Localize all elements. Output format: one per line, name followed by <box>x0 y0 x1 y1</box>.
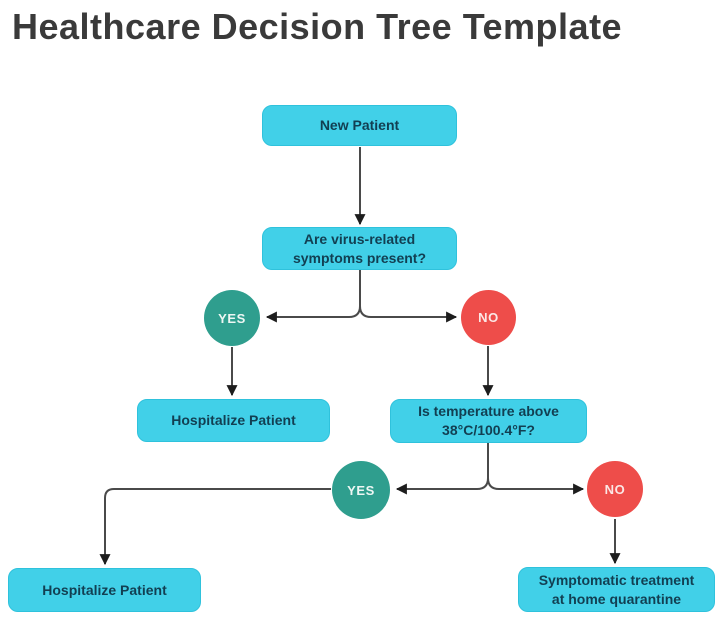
node-temperature-question: Is temperature above 38°C/100.4°F? <box>390 399 587 443</box>
branch-no-2-label: NO <box>604 481 626 497</box>
connector-yes2-to-hospitalize-bottom <box>99 488 331 566</box>
branch-yes-2-label: YES <box>347 482 375 498</box>
branch-yes-2: YES <box>332 461 390 519</box>
node-symptoms-question-line2: symptoms present? <box>292 249 427 266</box>
connector-symptoms-to-no1 <box>359 270 458 323</box>
node-symptoms-question-line1: Are virus-related <box>303 230 416 247</box>
connector-symptoms-to-yes1 <box>265 270 361 323</box>
node-new-patient-label: New Patient <box>319 117 400 133</box>
node-new-patient: New Patient <box>262 105 457 146</box>
page-title: Healthcare Decision Tree Template <box>12 6 623 47</box>
connector-temperature-to-yes2 <box>395 443 489 495</box>
node-temperature-question-line2: 38°C/100.4°F? <box>442 422 535 438</box>
node-hospitalize-bottom: Hospitalize Patient <box>8 568 201 612</box>
node-hospitalize-bottom-label: Hospitalize Patient <box>42 581 167 598</box>
branch-yes-1-label: YES <box>218 310 246 326</box>
node-hospitalize-mid-label: Hospitalize Patient <box>171 412 296 428</box>
node-symptomatic-treatment-line1: Symptomatic treatment <box>538 571 695 588</box>
branch-yes-1: YES <box>204 290 260 346</box>
node-symptoms-question: Are virus-related symptoms present? <box>262 227 457 270</box>
connector-temperature-to-no2 <box>487 443 585 495</box>
branch-no-1: NO <box>461 290 516 345</box>
node-temperature-question-line1: Is temperature above <box>418 403 559 419</box>
node-symptomatic-treatment: Symptomatic treatment at home quarantine <box>518 567 715 612</box>
branch-no-1-label: NO <box>478 310 499 325</box>
branch-no-2: NO <box>587 461 643 517</box>
node-hospitalize-mid: Hospitalize Patient <box>137 399 330 442</box>
node-symptomatic-treatment-line2: at home quarantine <box>551 590 682 607</box>
